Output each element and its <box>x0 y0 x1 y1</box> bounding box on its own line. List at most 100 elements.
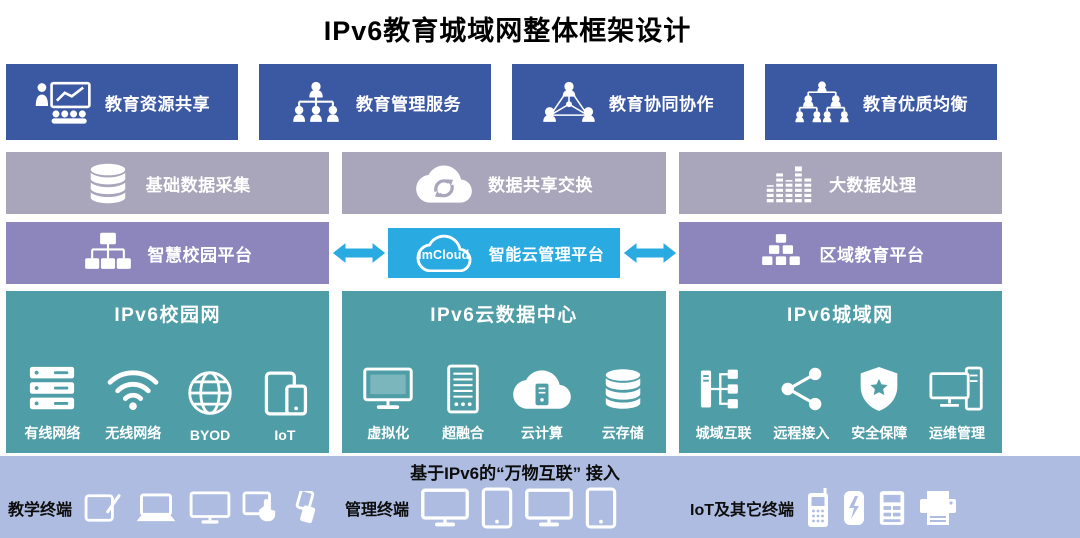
network-item-cloud-computing: 云计算 <box>512 362 572 443</box>
data-box-label: 大数据处理 <box>829 175 917 195</box>
platform-box-smart-campus: 智慧校园平台 <box>6 222 329 284</box>
monitor-icon <box>189 491 231 525</box>
band-group-label: 管理终端 <box>345 502 410 519</box>
wifi-icon <box>106 362 160 416</box>
data-box-bigdata: 大数据处理 <box>678 152 1002 214</box>
iot-terminals-group: IoT及其它终端 <box>690 481 958 535</box>
network-item-interconnect: 城域互联 <box>696 362 752 443</box>
ops-monitors-icon <box>929 362 985 416</box>
page-title: IPv6教育城域网整体框架设计 <box>323 16 692 46</box>
platform-layer-row: 智慧校园平台 ImCloud 智能云管理平台 <box>6 222 1002 284</box>
right-arrow-cell <box>620 240 679 266</box>
network-box-title: IPv6校园网 <box>114 305 221 326</box>
flip-phone-icon <box>291 491 325 525</box>
app-box-quality-balance: 教育优质均衡 <box>765 64 997 140</box>
network-item-label: 城域互联 <box>695 425 752 441</box>
data-box-label: 基础数据采集 <box>145 175 251 195</box>
cloud-outline-icon: ImCloud <box>404 234 484 272</box>
app-box-label: 教育资源共享 <box>105 94 210 114</box>
app-box-collaboration: 教育协同协作 <box>512 64 744 140</box>
platform-box-regional-education: 区域教育平台 <box>679 222 1002 284</box>
terminal-access-band: 基于IPv6的“万物互联” 接入 教学终端 <box>0 456 1080 538</box>
shield-icon <box>857 362 901 416</box>
cloud-sync-icon <box>415 163 473 204</box>
network-item-label: IoT <box>274 427 296 443</box>
network-item-ops: 运维管理 <box>929 362 985 443</box>
network-item-label: 安全保障 <box>851 425 908 441</box>
network-item-remote-access: 远程接入 <box>773 362 829 443</box>
metro-interconnect-icon <box>698 362 750 416</box>
laptop-icon <box>134 492 178 524</box>
network-item-label: BYOD <box>189 427 231 443</box>
network-item-label: 有线网络 <box>24 425 81 441</box>
network-nodes-icon <box>83 231 133 275</box>
network-item-label: 超融合 <box>442 425 485 441</box>
left-arrow-cell <box>329 240 388 266</box>
network-box-cloud-datacenter: IPv6云数据中心 虚拟化 <box>342 291 666 453</box>
network-item-virtualization: 虚拟化 <box>362 362 414 443</box>
tablet-icon <box>481 487 513 529</box>
app-box-resource-sharing: 教育资源共享 <box>6 64 238 140</box>
network-item-iot: IoT <box>259 366 311 443</box>
network-item-wireless: 无线网络 <box>105 362 161 443</box>
smart-devices-icon <box>259 366 311 420</box>
teaching-terminals-group: 教学终端 <box>8 481 325 535</box>
network-item-wired: 有线网络 <box>24 362 80 443</box>
tablet-icon <box>585 487 617 529</box>
network-layer-row: IPv6校园网 有线网络 <box>6 291 1002 453</box>
band-group-label: 教学终端 <box>8 502 73 519</box>
network-item-label: 运维管理 <box>929 425 986 441</box>
cloud-management-platform-box: ImCloud 智能云管理平台 <box>388 228 620 278</box>
network-items: 城域互联 远程接入 <box>679 327 1002 453</box>
tablet-pen-icon <box>83 492 123 524</box>
network-item-label: 云存储 <box>601 425 644 441</box>
imcloud-brand-label: ImCloud <box>418 248 470 262</box>
network-item-hyperconverged: 超融合 <box>442 362 484 443</box>
monitor-icon <box>524 488 574 528</box>
monitor-icon <box>362 362 414 416</box>
band-group-label: IoT及其它终端 <box>690 502 794 519</box>
share-nodes-icon <box>778 362 824 416</box>
building-blocks-icon <box>757 232 805 274</box>
cloud-server-icon <box>512 362 572 416</box>
network-item-cloud-storage: 云存储 <box>600 362 646 443</box>
pos-terminal-icon <box>877 488 907 528</box>
platform-box-label: 区域教育平台 <box>819 245 925 265</box>
app-box-label: 教育管理服务 <box>356 94 461 114</box>
band-title: 基于IPv6的“万物互联” 接入 <box>410 464 620 483</box>
platform-box-label: 智慧校园平台 <box>147 245 253 265</box>
handheld-terminal-icon <box>805 487 831 529</box>
network-item-byod: BYOD <box>186 366 234 443</box>
app-box-management-service: 教育管理服务 <box>259 64 491 140</box>
network-item-label: 无线网络 <box>105 425 162 441</box>
collaboration-network-icon <box>542 81 596 124</box>
printer-icon <box>918 490 958 526</box>
power-bank-icon <box>842 488 866 528</box>
monitor-icon <box>420 488 470 528</box>
equalizer-bars-icon <box>764 163 814 204</box>
management-terminals-group: 管理终端 <box>345 481 617 535</box>
org-chart-icon <box>289 81 343 124</box>
globe-icon <box>186 366 234 420</box>
database-icon <box>85 162 131 205</box>
network-item-label: 虚拟化 <box>367 425 410 441</box>
touch-screen-icon <box>242 491 280 525</box>
network-items: 虚拟化 超融合 <box>342 327 665 453</box>
app-box-label: 教育协同协作 <box>609 94 714 114</box>
network-box-title: IPv6云数据中心 <box>430 305 578 326</box>
double-arrow-icon <box>623 240 677 266</box>
data-box-collection: 基础数据采集 <box>6 152 330 214</box>
presentation-audience-icon <box>34 80 92 125</box>
network-item-security: 安全保障 <box>851 362 907 443</box>
cloud-platform-label: 智能云管理平台 <box>488 247 605 264</box>
network-item-label: 云计算 <box>520 425 563 441</box>
double-arrow-icon <box>332 240 386 266</box>
server-stack-icon <box>25 362 79 416</box>
application-layer-row: 教育资源共享 教育管理服务 <box>6 64 997 140</box>
network-box-metro: IPv6城域网 城域互联 <box>678 291 1002 453</box>
server-rack-icon <box>442 362 484 416</box>
network-items: 有线网络 无线网络 <box>6 327 329 453</box>
network-box-campus: IPv6校园网 有线网络 <box>6 291 330 453</box>
data-box-exchange: 数据共享交换 <box>342 152 666 214</box>
